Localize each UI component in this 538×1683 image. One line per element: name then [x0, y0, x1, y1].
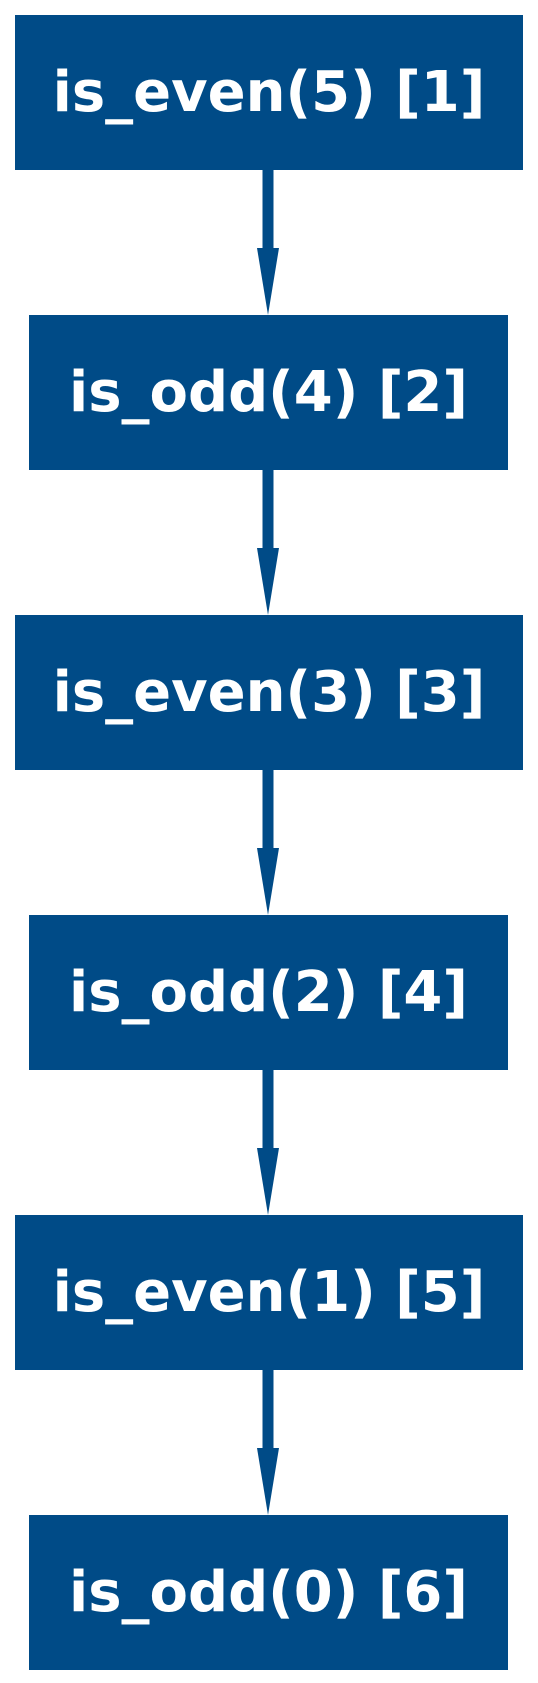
node-label: is_odd(2) [4]	[69, 960, 468, 1025]
node-n5: is_even(1) [5]	[15, 1215, 523, 1370]
node-box	[29, 315, 508, 470]
node-box	[29, 1515, 508, 1670]
node-box	[29, 915, 508, 1070]
arrowhead	[257, 848, 279, 915]
node-n1: is_even(5) [1]	[15, 15, 523, 170]
node-n3: is_even(3) [3]	[15, 615, 523, 770]
edge-n4-n5	[257, 1070, 279, 1215]
node-box	[15, 15, 523, 170]
node-n6: is_odd(0) [6]	[29, 1515, 508, 1670]
node-label: is_even(1) [5]	[53, 1260, 486, 1325]
node-label: is_odd(0) [6]	[69, 1560, 468, 1625]
edges-layer	[257, 170, 279, 1515]
edge-n3-n4	[257, 770, 279, 915]
node-n2: is_odd(4) [2]	[29, 315, 508, 470]
node-label: is_odd(4) [2]	[69, 360, 468, 425]
nodes-layer: is_even(5) [1] is_odd(4) [2] is_even(3) [3…	[15, 15, 523, 1670]
edge-n1-n2	[257, 170, 279, 315]
node-n4: is_odd(2) [4]	[29, 915, 508, 1070]
edge-n5-n6	[257, 1370, 279, 1515]
arrowhead	[257, 548, 279, 615]
node-label: is_even(5) [1]	[53, 60, 486, 125]
arrowhead	[257, 1148, 279, 1215]
node-label: is_even(3) [3]	[53, 660, 486, 725]
arrowhead	[257, 1448, 279, 1515]
node-box	[15, 1215, 523, 1370]
edge-n2-n3	[257, 470, 279, 615]
arrowhead	[257, 248, 279, 315]
node-box	[15, 615, 523, 770]
